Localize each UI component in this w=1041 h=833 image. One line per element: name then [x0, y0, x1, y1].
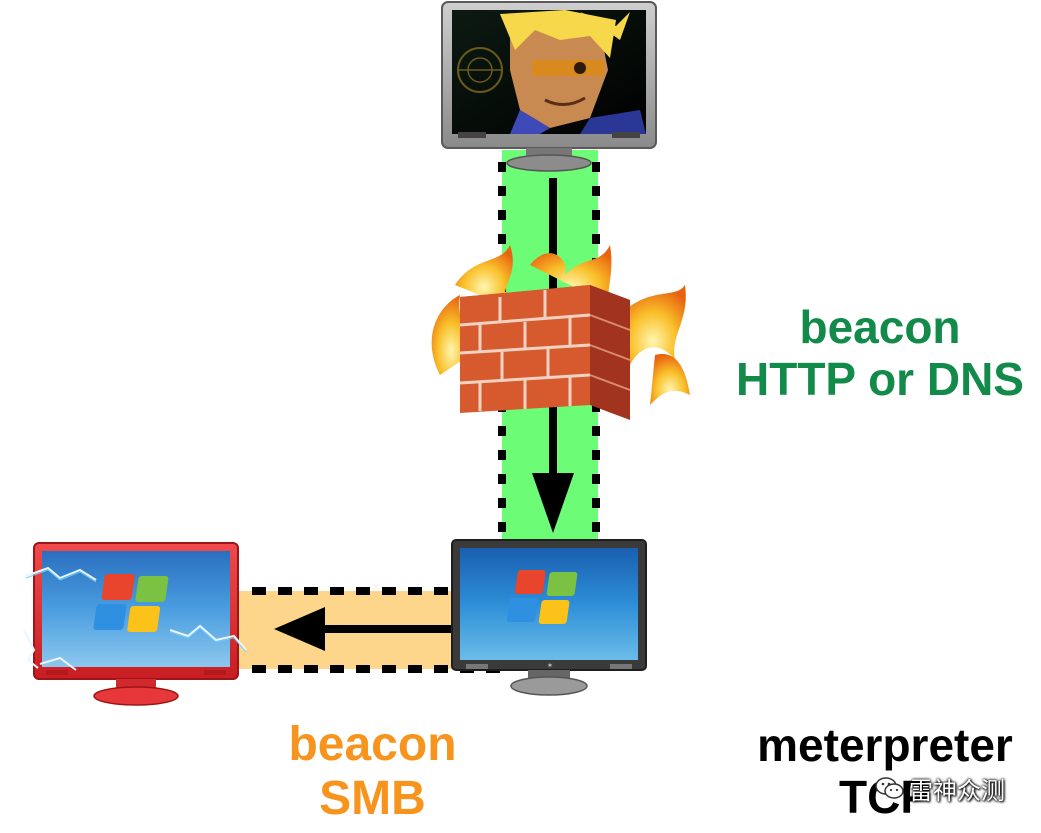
firewall-icon: [431, 245, 690, 420]
smb-beacon-line1: beacon: [288, 718, 457, 771]
attacker-monitor-icon: [441, 1, 657, 172]
http-beacon-label: beacon HTTP or DNS: [700, 301, 1041, 405]
windows-monitor-icon: ✶: [451, 539, 647, 696]
smb-beacon-label: beacon SMB: [255, 718, 490, 826]
http-beacon-line1: beacon: [799, 301, 961, 353]
meterpreter-line1: meterpreter: [757, 719, 1013, 771]
watermark-text: 雷神众测: [909, 776, 1005, 805]
left-arrow: [274, 607, 458, 651]
svg-text:✶: ✶: [547, 661, 554, 670]
smb-beacon-line2: SMB: [319, 771, 426, 825]
wechat-icon: [875, 777, 904, 799]
http-beacon-line2: HTTP or DNS: [736, 352, 1024, 405]
infected-windows-monitor-icon: [23, 542, 247, 706]
watermark: 雷神众测: [875, 770, 1025, 806]
